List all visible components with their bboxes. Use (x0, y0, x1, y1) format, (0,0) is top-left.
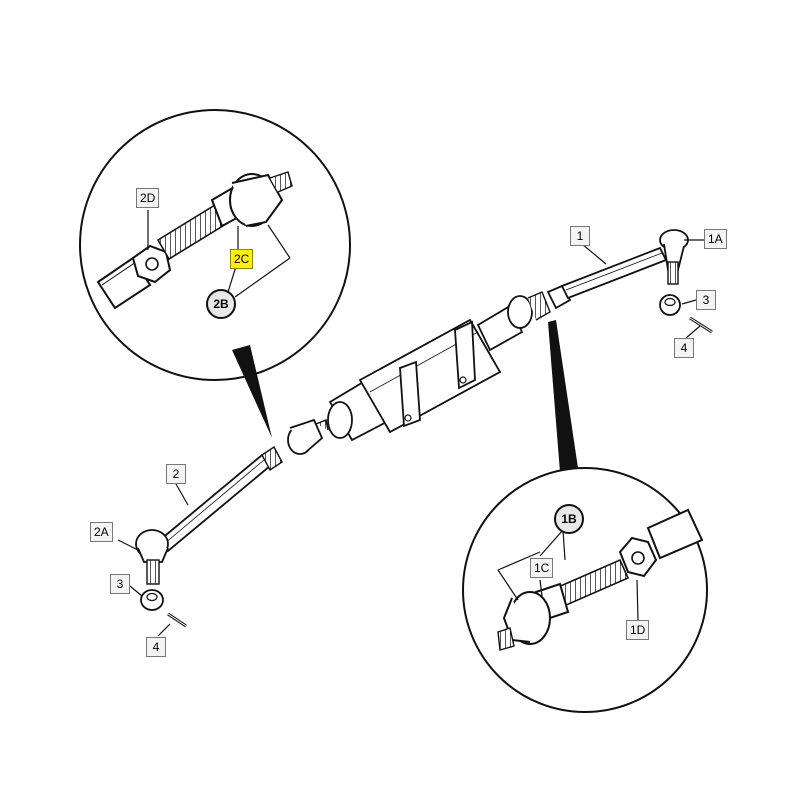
callout-2: 2 (166, 464, 186, 484)
callout-1d: 1D (626, 620, 650, 640)
callout-2b: 2B (206, 289, 236, 319)
pointer-wedge-right (548, 320, 578, 472)
callout-1b: 1B (554, 504, 584, 534)
rack-assembly (158, 246, 668, 553)
pointer-wedge-left (232, 345, 272, 438)
nut-right (659, 294, 681, 316)
callout-3-right: 3 (696, 290, 716, 310)
outer-tie-rod-end-left (135, 529, 169, 585)
detail-circle-right (462, 467, 708, 713)
detail-locknut-2d (131, 244, 172, 284)
callout-3-left: 3 (110, 574, 130, 594)
callout-4-right: 4 (674, 338, 694, 358)
callout-2d: 2D (136, 188, 160, 208)
right-tie-rod (560, 246, 668, 300)
main-leaders (117, 239, 704, 637)
detail-right-tube (646, 508, 704, 560)
detail-locknut-1d (618, 536, 658, 578)
outer-tie-rod-end-right (659, 229, 689, 285)
mount-bracket-left (399, 360, 421, 428)
detail-inner-joint (210, 171, 293, 228)
callout-1c: 1C (530, 558, 554, 578)
callout-1a: 1A (704, 229, 727, 249)
split-pin-right (689, 316, 713, 334)
detail-right-leaders (497, 529, 639, 621)
detail-circle-left (79, 109, 351, 381)
callout-2a: 2A (90, 522, 113, 542)
mount-bracket-right (454, 320, 476, 390)
callout-2c: 2C (230, 249, 254, 269)
detail-inner-joint-right (497, 582, 570, 651)
callout-4-left: 4 (146, 637, 166, 657)
rack-housing (358, 318, 502, 434)
split-pin-left (167, 612, 187, 628)
nut-left (140, 589, 164, 611)
callout-1: 1 (570, 226, 590, 246)
